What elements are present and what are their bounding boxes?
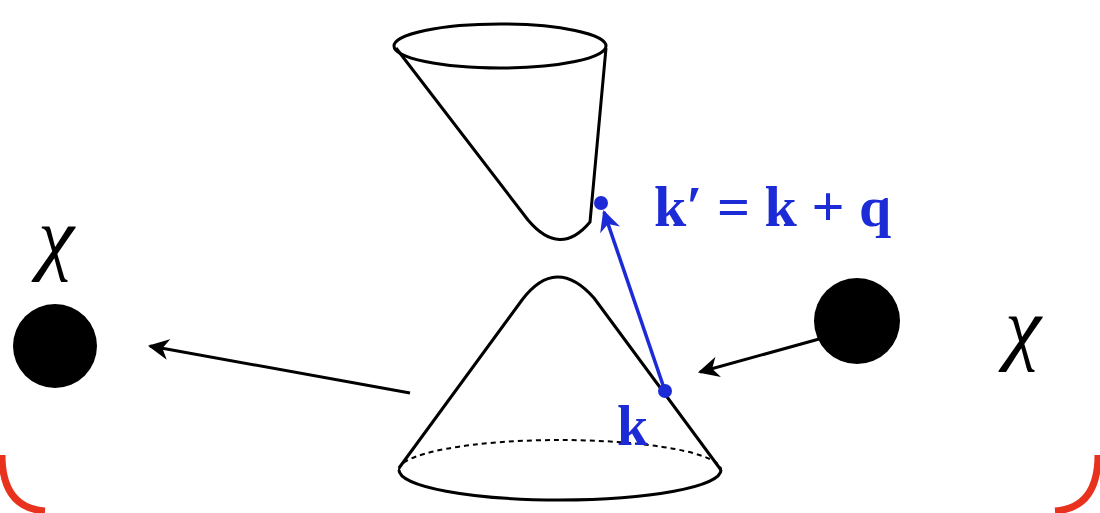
cone-rim	[394, 24, 606, 68]
frame-corner	[1055, 455, 1098, 511]
conduction-cone	[396, 48, 606, 240]
particle	[814, 278, 900, 364]
frame-corner	[2, 455, 45, 511]
motion-arrow	[150, 346, 410, 393]
motion-arrow	[700, 336, 830, 372]
cone-rim	[399, 470, 721, 500]
momentum-label: k′ = k + q	[654, 178, 891, 236]
valence-cone	[399, 277, 721, 470]
particle	[13, 304, 97, 388]
particle-symbol: χ	[1005, 286, 1041, 368]
momentum-label: k	[617, 398, 648, 454]
state-dot	[658, 384, 672, 398]
state-dot	[594, 196, 608, 210]
cone-rim-hidden	[399, 440, 721, 470]
particle-symbol: χ	[38, 196, 74, 278]
transition-arrow	[604, 212, 665, 391]
